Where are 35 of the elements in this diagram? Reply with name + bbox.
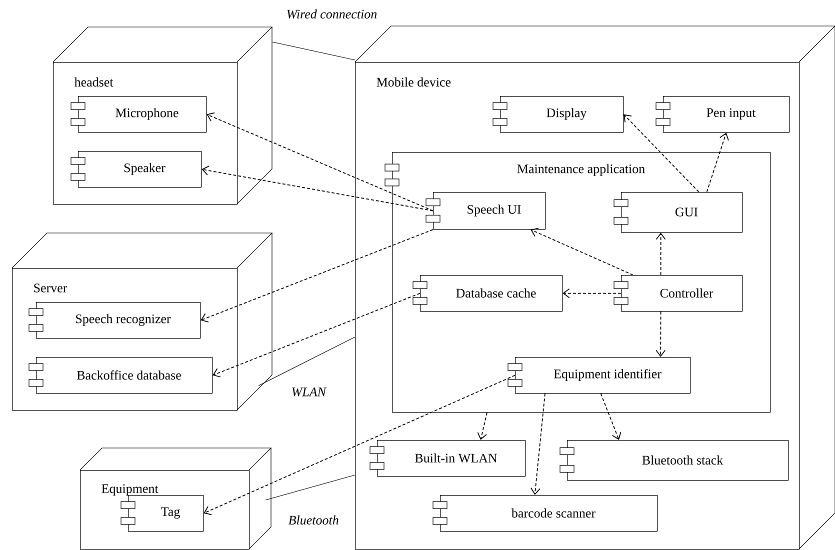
component-box: Pen input [656,96,790,133]
dependency-arrow [706,132,729,192]
dependency-arrow [202,166,434,212]
component-box: Equipment identifier [508,357,691,394]
component-box: Backoffice database [28,357,213,394]
dependency-arrow [530,228,634,276]
dependency-arrow [212,292,420,378]
component-box: Display [492,96,624,133]
dependency-arrow [656,311,666,357]
edge-label: WLAN [292,388,327,396]
connection-line [258,336,356,386]
component-box: Built-in WLAN [370,440,526,477]
dependency-arrow [530,393,546,495]
component-box: Controller [614,275,743,312]
component-box: Microphone [70,96,207,133]
dependency-arrow [200,229,434,322]
dependency-arrow [624,114,700,192]
dependency-arrow [204,374,516,516]
component-box: barcode scanner [432,495,658,532]
component-box: Speech UI [426,192,546,230]
dependency-arrow [600,393,622,440]
component-box: Speaker [70,151,202,188]
edge-label: Bluetooth [288,515,338,525]
connection-line [265,474,356,500]
dependency-arrow [656,232,666,276]
component-box: Tag [120,495,204,532]
dependency-arrow [477,412,488,440]
component-box: Bluetooth stack [560,440,789,481]
dependency-arrow [562,288,622,298]
connection-line [272,42,356,60]
component-box: Speech recognizer [28,302,201,339]
dependency-arrow [206,112,434,212]
component-box: Database cache [412,275,563,312]
component-box: GUI [614,192,743,233]
edge-label: Wired connection [287,9,377,19]
